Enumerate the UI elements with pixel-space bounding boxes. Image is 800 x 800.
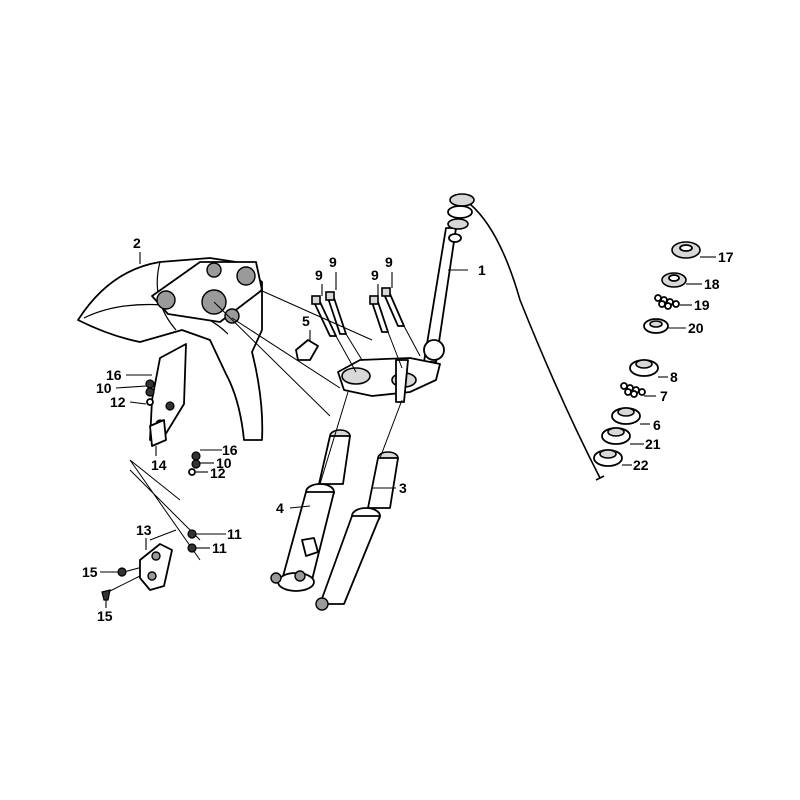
label-13: 13	[136, 522, 152, 538]
bracket-part-13[interactable]	[101, 529, 197, 601]
fork-leg-left[interactable]	[270, 429, 351, 592]
label-15a: 15	[82, 564, 98, 580]
label-11a: 11	[227, 526, 242, 542]
label-21: 21	[645, 436, 661, 452]
label-9d: 9	[385, 254, 393, 270]
label-6: 6	[653, 417, 661, 433]
fork-leg-right[interactable]	[315, 451, 399, 611]
label-9c: 9	[371, 267, 379, 283]
label-3: 3	[399, 480, 407, 496]
label-12b: 12	[210, 465, 226, 481]
label-10a: 10	[96, 380, 112, 396]
bearing-stack[interactable]	[593, 241, 701, 467]
label-22: 22	[633, 457, 649, 473]
label-11b: 11	[212, 540, 227, 556]
clip-part[interactable]	[295, 339, 319, 361]
label-10b: 10	[216, 455, 232, 471]
callout-labels: 1 2 3 4 5 6 7 8 9 9 9 9 10 10 11 11 12 1…	[82, 235, 734, 624]
label-19: 19	[694, 297, 710, 313]
leader-lines	[100, 252, 716, 608]
label-9b: 9	[329, 254, 337, 270]
steering-stem-part[interactable]	[337, 193, 605, 481]
front-fender-part[interactable]	[77, 257, 264, 441]
ball-bearings-7	[620, 382, 646, 398]
label-7: 7	[660, 388, 668, 404]
label-2: 2	[133, 235, 141, 251]
label-8: 8	[670, 369, 678, 385]
label-5: 5	[302, 313, 310, 329]
left-hardware[interactable]	[145, 379, 201, 476]
label-20: 20	[688, 320, 704, 336]
ball-bearings-19	[654, 294, 680, 310]
label-15b: 15	[97, 608, 113, 624]
label-17: 17	[718, 249, 734, 265]
label-12a: 12	[110, 394, 126, 410]
label-4: 4	[276, 500, 284, 516]
label-18: 18	[704, 276, 720, 292]
label-14: 14	[151, 457, 167, 473]
label-1: 1	[478, 262, 486, 278]
label-16b: 16	[222, 442, 238, 458]
label-16a: 16	[106, 367, 122, 383]
label-9a: 9	[315, 267, 323, 283]
bolts-part-9[interactable]	[311, 287, 405, 337]
assembly-lines	[107, 289, 421, 593]
